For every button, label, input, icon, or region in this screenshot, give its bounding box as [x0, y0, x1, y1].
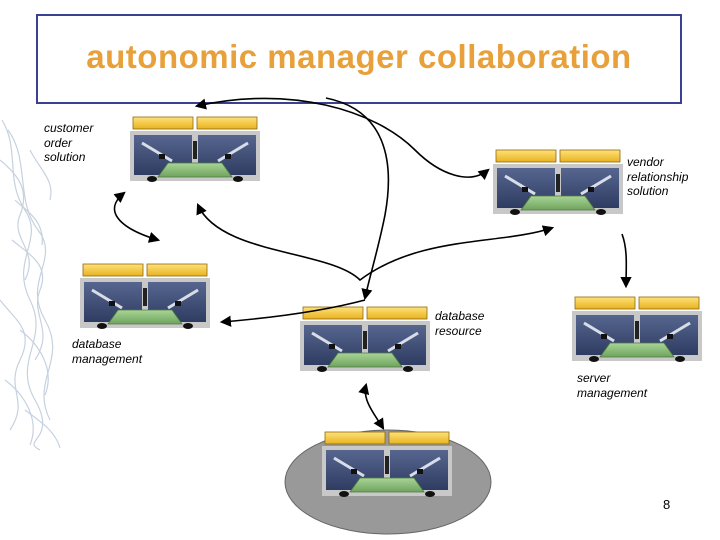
label-line: resource [435, 323, 482, 338]
slide-title: autonomic manager collaboration [86, 38, 632, 75]
arrow-db-resource-to-resource [358, 382, 385, 430]
label-line: management [72, 351, 143, 366]
manager-database-management [78, 262, 212, 331]
label-server-management: server management [577, 371, 647, 400]
manager-database-resource [298, 305, 432, 374]
label-line: solution [627, 184, 669, 198]
label-vendor-relationship: vendor relationship solution [627, 155, 688, 199]
label-line: vendor [627, 155, 664, 169]
label-database-resource: database resource [435, 309, 484, 338]
label-line: relationship [627, 169, 689, 184]
arrow-vendor-to-customer [194, 97, 490, 181]
label-line: database [72, 337, 122, 351]
label-database-management: database management [72, 337, 142, 366]
manager-customer-order [128, 115, 262, 184]
title-box: autonomic manager collaboration [36, 14, 682, 104]
label-line: customer [44, 121, 94, 135]
label-line: database [435, 309, 485, 323]
page-number: 8 [663, 497, 671, 512]
arrow-db-resource-to-db-management [219, 299, 366, 327]
manager-vendor-relationship [491, 148, 625, 217]
label-line: solution [44, 150, 86, 164]
label-line: management [577, 385, 648, 400]
arrow-db-resource-to-vendor [196, 202, 555, 282]
label-customer-order: customer order solution [44, 121, 93, 165]
manager-server-management [570, 295, 704, 364]
label-line: order [44, 135, 73, 150]
arrow-vendor-to-server [620, 233, 632, 289]
arrow-customer-to-db-management [113, 191, 161, 243]
label-line: server [577, 371, 611, 385]
